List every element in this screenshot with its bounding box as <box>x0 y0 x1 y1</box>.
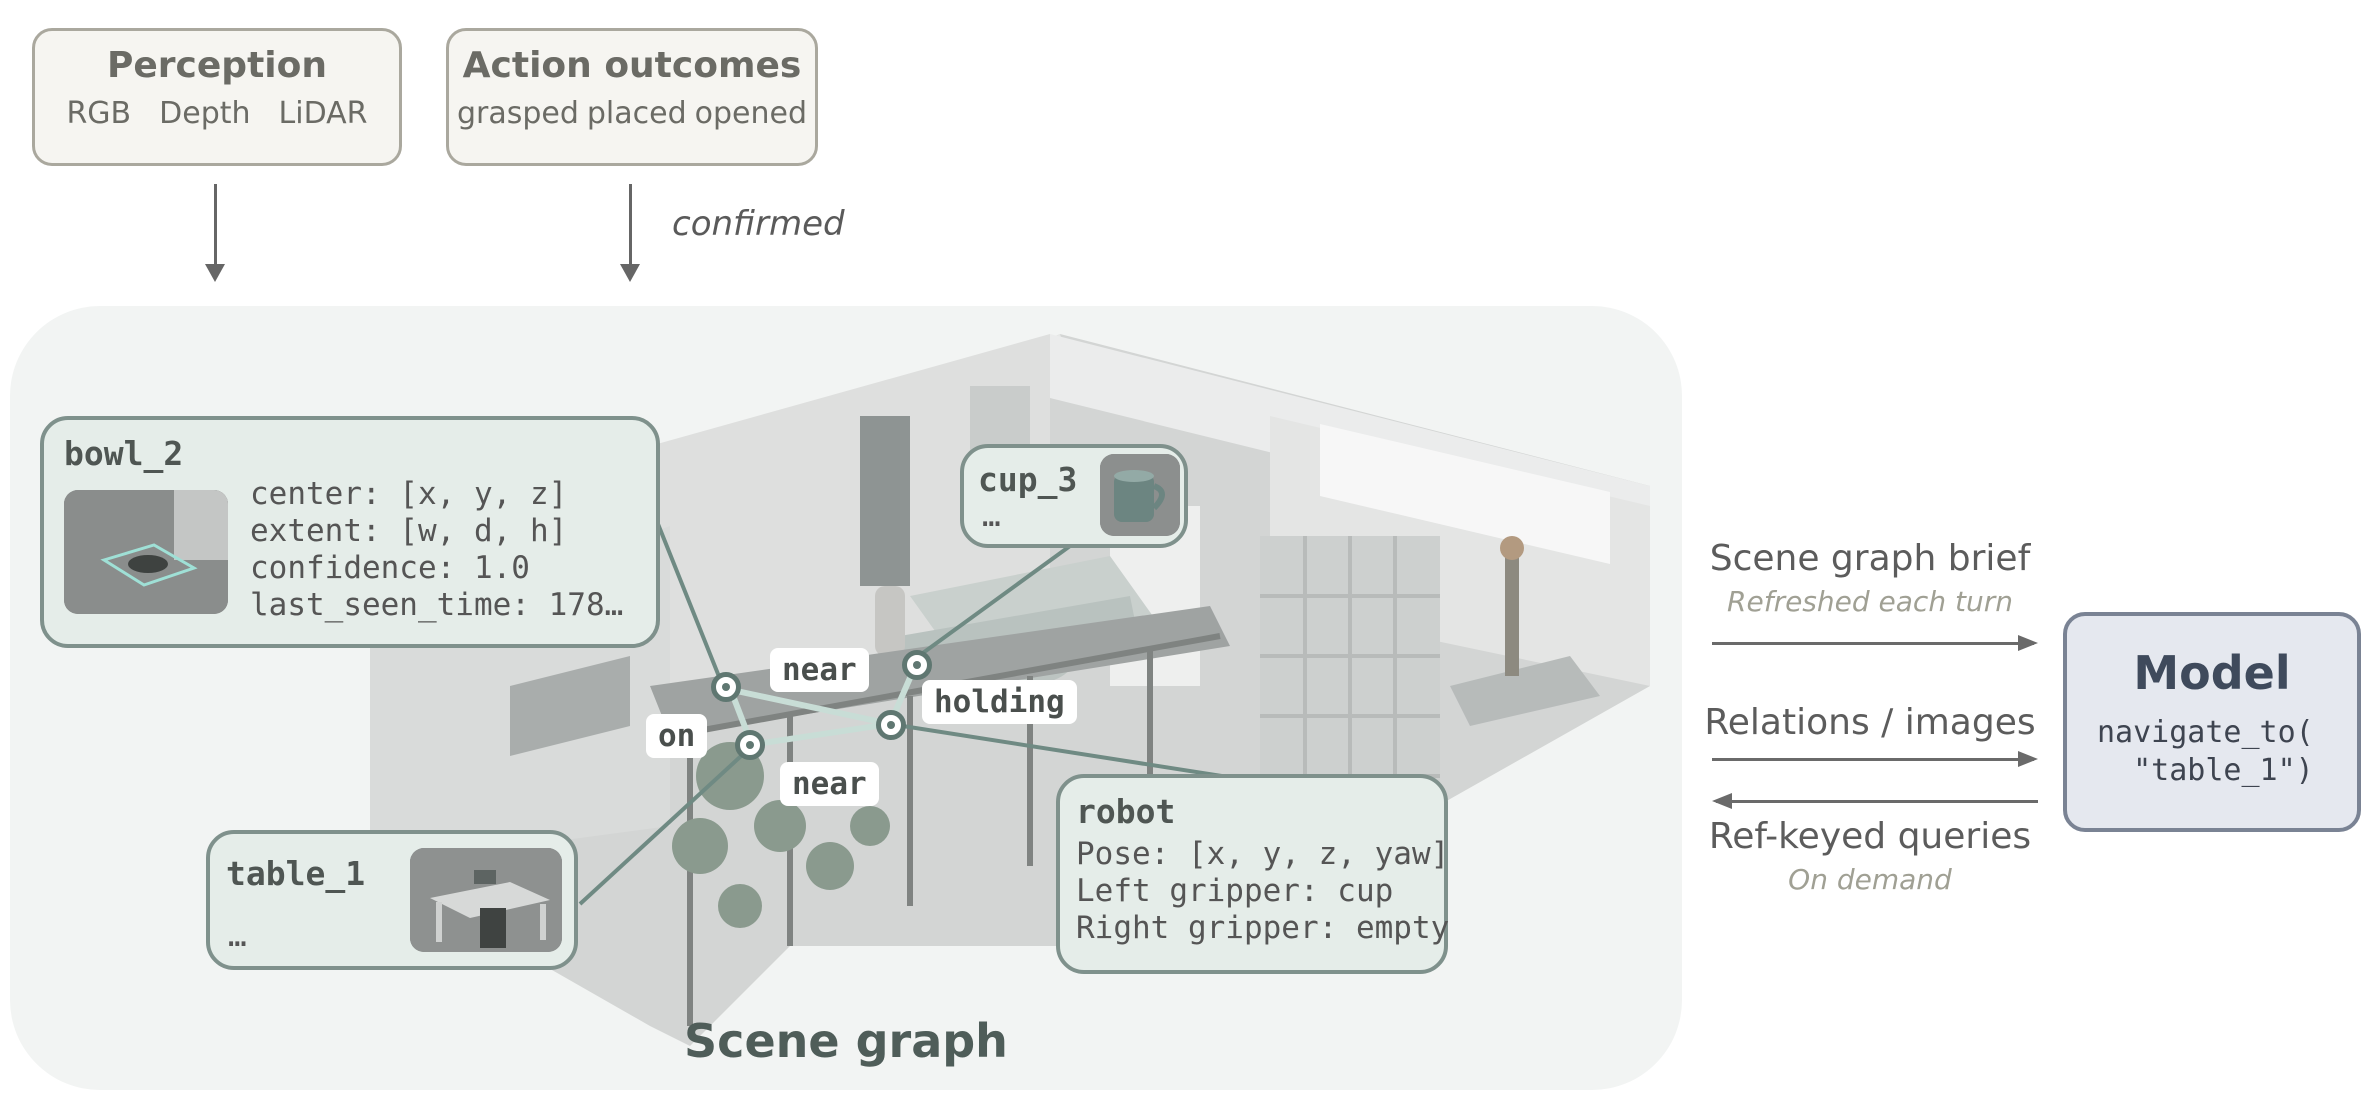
flow-title: Relations / images <box>1704 702 2036 743</box>
flow-relations-label: Relations / images <box>1700 702 2040 743</box>
flow-queries-label: Ref-keyed queries On demand <box>1700 816 2040 896</box>
relation-label: near <box>780 762 879 806</box>
action-outcomes-arrow <box>620 184 640 282</box>
outcome-placed: placed <box>586 96 687 131</box>
attribute-line: last_seen_time: 178… <box>250 587 624 623</box>
bowl-image <box>64 490 228 614</box>
flow-brief-arrow <box>1712 635 2038 651</box>
bowl-thumbnail <box>64 490 228 614</box>
node-card-table-1: table_1 … <box>206 830 578 970</box>
perception-box: Perception RGB Depth LiDAR <box>32 28 402 166</box>
flow-brief-label: Scene graph brief Refreshed each turn <box>1700 538 2040 618</box>
attribute-line: center: [x, y, z] <box>250 476 568 512</box>
flow-queries-arrow <box>1712 793 2038 809</box>
model-box: Model navigate_to( "table_1") <box>2063 612 2361 832</box>
table-thumbnail <box>410 848 562 952</box>
scene-graph-title: Scene graph <box>684 1014 1008 1068</box>
attribute-line: … <box>228 918 247 954</box>
attribute-line: … <box>982 498 1001 534</box>
node-title: robot <box>1076 792 1176 831</box>
graph-node-robot <box>876 710 906 740</box>
robot-attributes: Pose: [x, y, z, yaw] Left gripper: cup R… <box>1076 836 1449 947</box>
node-card-cup-3: cup_3 … <box>960 444 1188 548</box>
flow-title: Scene graph brief <box>1709 538 2031 579</box>
perception-modalities: RGB Depth LiDAR <box>35 96 399 131</box>
modality-depth: Depth <box>159 96 251 131</box>
perception-arrow <box>205 184 225 282</box>
flow-relations-arrow <box>1712 751 2038 767</box>
confirmed-note: confirmed <box>672 204 845 244</box>
perception-title: Perception <box>107 45 327 86</box>
attribute-line: confidence: 1.0 <box>250 550 530 586</box>
node-title: cup_3 <box>978 460 1078 499</box>
scene-graph-panel: near holding on near bowl_2 center: [x, … <box>10 306 1682 1090</box>
graph-node-bowl <box>711 672 741 702</box>
table-image <box>410 848 562 952</box>
graph-node-cup <box>902 650 932 680</box>
attribute-line: Pose: [x, y, z, yaw] <box>1076 836 1450 872</box>
outcome-grasped: grasped <box>456 96 579 131</box>
model-tool-call: navigate_to( "table_1") <box>2097 715 2314 788</box>
graph-node-table <box>735 730 765 760</box>
outcome-opened: opened <box>694 96 808 131</box>
bowl-attributes: center: [x, y, z] extent: [w, d, h] conf… <box>250 476 623 624</box>
cup-image <box>1100 454 1180 536</box>
model-title: Model <box>2133 646 2291 700</box>
relation-label: on <box>646 714 708 758</box>
attribute-line: Left gripper: cup <box>1076 873 1394 909</box>
flow-title: Ref-keyed queries <box>1708 816 2032 857</box>
modality-lidar: LiDAR <box>278 96 368 131</box>
relation-label: holding <box>922 680 1077 724</box>
node-title: table_1 <box>226 854 366 893</box>
attribute-line: Right gripper: empty <box>1076 910 1450 946</box>
node-card-bowl-2: bowl_2 center: [x, y, z] extent: [w, d, … <box>40 416 660 648</box>
modality-rgb: RGB <box>66 96 132 131</box>
relation-label: near <box>770 648 869 692</box>
action-outcomes-title: Action outcomes <box>462 45 802 86</box>
graph-edges <box>578 513 1261 906</box>
attribute-line: extent: [w, d, h] <box>250 513 568 549</box>
node-card-robot: robot Pose: [x, y, z, yaw] Left gripper:… <box>1056 774 1449 974</box>
node-title: bowl_2 <box>64 434 184 473</box>
flow-subtitle: On demand <box>1788 863 1952 896</box>
cup-thumbnail <box>1100 454 1180 536</box>
flow-subtitle: Refreshed each turn <box>1727 585 2013 618</box>
